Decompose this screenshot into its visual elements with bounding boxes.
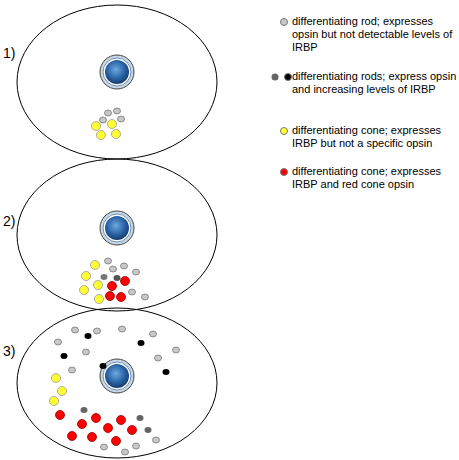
eye-outline (17, 159, 217, 311)
lens-disc (100, 359, 134, 393)
cell-dots (80, 258, 149, 304)
legend-swatch (280, 168, 288, 176)
cell-dots (50, 326, 180, 455)
lens-disc (100, 55, 134, 89)
panel-number: 3) (3, 343, 15, 359)
legend-text: differentiating rod; expresses opsin but… (292, 15, 459, 54)
panel-number: 2) (3, 213, 15, 229)
legend-sample-dot (272, 74, 279, 81)
legend-swatch (280, 127, 288, 135)
legend-swatch (284, 73, 292, 81)
panel-number: 1) (3, 45, 15, 61)
legend-text: differentiating rods; express opsin and … (292, 70, 459, 96)
cell-dots (92, 108, 125, 140)
legend-text: differentiating cone; expresses IRBP and… (292, 165, 459, 191)
eye-outline (17, 308, 217, 458)
legend-swatch (280, 18, 288, 26)
lens-disc (100, 211, 134, 245)
eye-outline (17, 5, 217, 159)
legend-text: differentiating cone; expresses IRBP but… (292, 124, 459, 150)
